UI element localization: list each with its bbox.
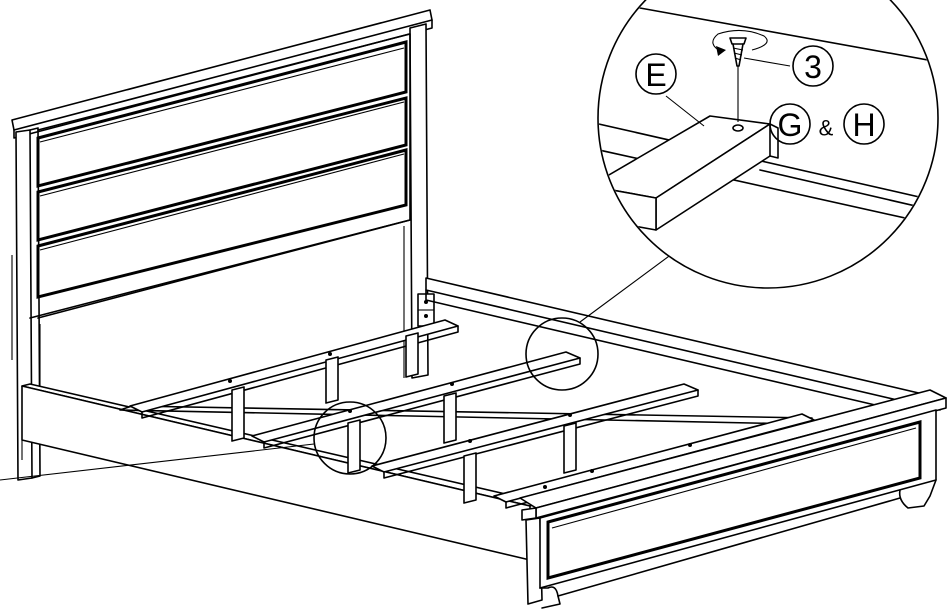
headboard bbox=[11, 9, 433, 481]
label-ampersand: & bbox=[819, 116, 834, 141]
footboard bbox=[519, 389, 947, 609]
center-rail bbox=[119, 405, 813, 425]
label-e: E bbox=[635, 53, 677, 95]
magnified-detail bbox=[597, 0, 939, 289]
label-h: H bbox=[843, 103, 885, 145]
label-g-text: G bbox=[778, 107, 803, 143]
label-e-text: E bbox=[645, 57, 666, 93]
support-legs bbox=[231, 332, 577, 504]
leader-line-left bbox=[0, 443, 315, 481]
label-h-text: H bbox=[852, 107, 875, 143]
rotate-arrow-icon bbox=[712, 29, 768, 56]
detail-circle-small-1 bbox=[525, 317, 599, 391]
screw-icon bbox=[729, 37, 747, 122]
label-screw-count: 3 bbox=[792, 45, 834, 87]
label-g: G bbox=[769, 103, 811, 145]
label-screw-count-text: 3 bbox=[804, 49, 822, 85]
leader-line-right bbox=[579, 247, 681, 323]
slats bbox=[129, 319, 815, 509]
detail-circle-small-2 bbox=[313, 401, 387, 475]
